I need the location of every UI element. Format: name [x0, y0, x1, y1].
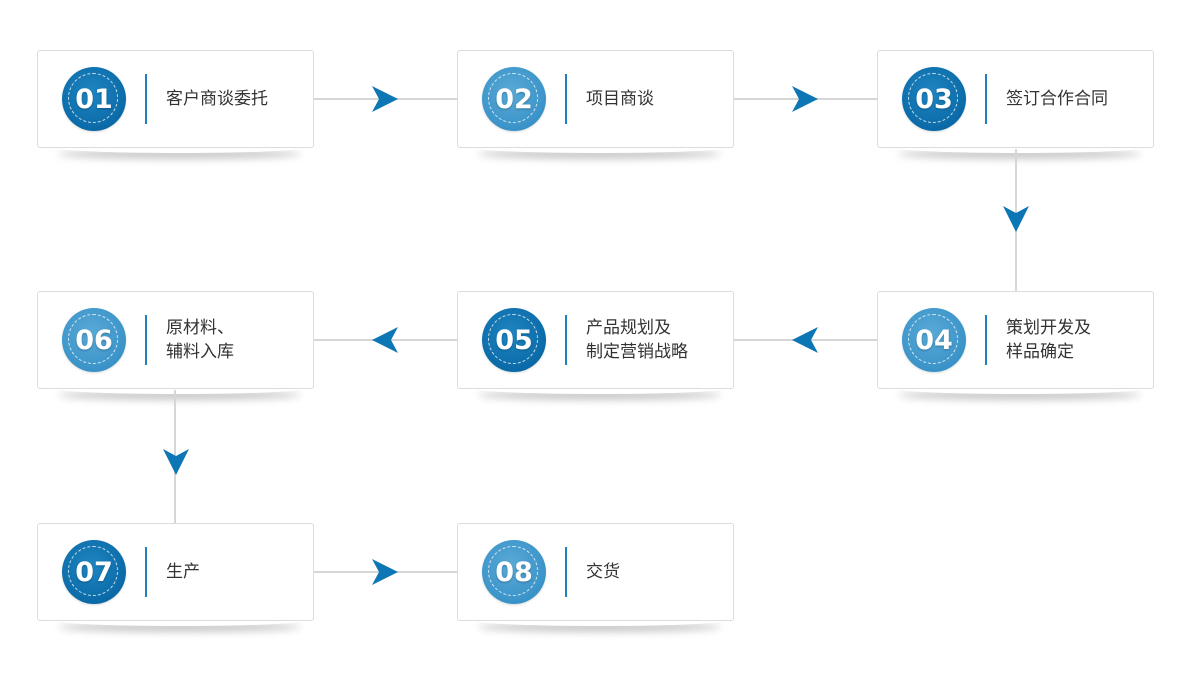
step-label: 产品规划及 制定营销战略	[586, 292, 688, 388]
step-label-line: 项目商谈	[586, 89, 654, 109]
step-label-line: 策划开发及	[1006, 318, 1091, 338]
step-label: 原材料、 辅料入库	[166, 292, 234, 388]
arrow-down-icon	[1001, 204, 1031, 234]
step-card-08: 08 交货	[457, 523, 734, 621]
step-number-badge: 07	[62, 540, 126, 604]
step-card-03: 03 签订合作合同	[877, 50, 1154, 148]
step-number: 02	[495, 83, 533, 115]
step-number: 01	[75, 83, 113, 115]
step-number-badge: 01	[62, 67, 126, 131]
step-card-02: 02 项目商谈	[457, 50, 734, 148]
arrow-right-icon	[370, 84, 400, 114]
arrow-right-icon	[370, 557, 400, 587]
step-label-line: 辅料入库	[166, 342, 234, 362]
divider	[985, 74, 987, 124]
step-label: 生产	[166, 524, 200, 620]
step-label: 交货	[586, 524, 620, 620]
divider	[145, 74, 147, 124]
step-card-05: 05 产品规划及 制定营销战略	[457, 291, 734, 389]
divider	[565, 74, 567, 124]
step-label-line: 制定营销战略	[586, 342, 688, 362]
divider	[565, 547, 567, 597]
step-label: 策划开发及 样品确定	[1006, 292, 1091, 388]
step-card-07: 07 生产	[37, 523, 314, 621]
divider	[145, 547, 147, 597]
step-number: 05	[495, 324, 533, 356]
step-number-badge: 02	[482, 67, 546, 131]
step-number-badge: 04	[902, 308, 966, 372]
divider	[985, 315, 987, 365]
step-number: 06	[75, 324, 113, 356]
step-number: 04	[915, 324, 953, 356]
step-label: 项目商谈	[586, 51, 654, 147]
step-label-line: 生产	[166, 562, 200, 582]
step-number-badge: 06	[62, 308, 126, 372]
step-label-line: 样品确定	[1006, 342, 1074, 362]
step-card-04: 04 策划开发及 样品确定	[877, 291, 1154, 389]
step-card-06: 06 原材料、 辅料入库	[37, 291, 314, 389]
step-number: 07	[75, 556, 113, 588]
arrow-left-icon	[370, 325, 400, 355]
step-number: 03	[915, 83, 953, 115]
step-label: 签订合作合同	[1006, 51, 1108, 147]
step-label: 客户商谈委托	[166, 51, 268, 147]
step-label-line: 签订合作合同	[1006, 89, 1108, 109]
divider	[145, 315, 147, 365]
step-card-01: 01 客户商谈委托	[37, 50, 314, 148]
step-label-line: 原材料、	[166, 318, 234, 338]
step-number-badge: 03	[902, 67, 966, 131]
arrow-down-icon	[161, 447, 191, 477]
step-label-line: 产品规划及	[586, 318, 671, 338]
arrow-left-icon	[790, 325, 820, 355]
arrow-right-icon	[790, 84, 820, 114]
divider	[565, 315, 567, 365]
step-number-badge: 05	[482, 308, 546, 372]
step-label-line: 客户商谈委托	[166, 89, 268, 109]
step-number-badge: 08	[482, 540, 546, 604]
step-number: 08	[495, 556, 533, 588]
step-label-line: 交货	[586, 562, 620, 582]
